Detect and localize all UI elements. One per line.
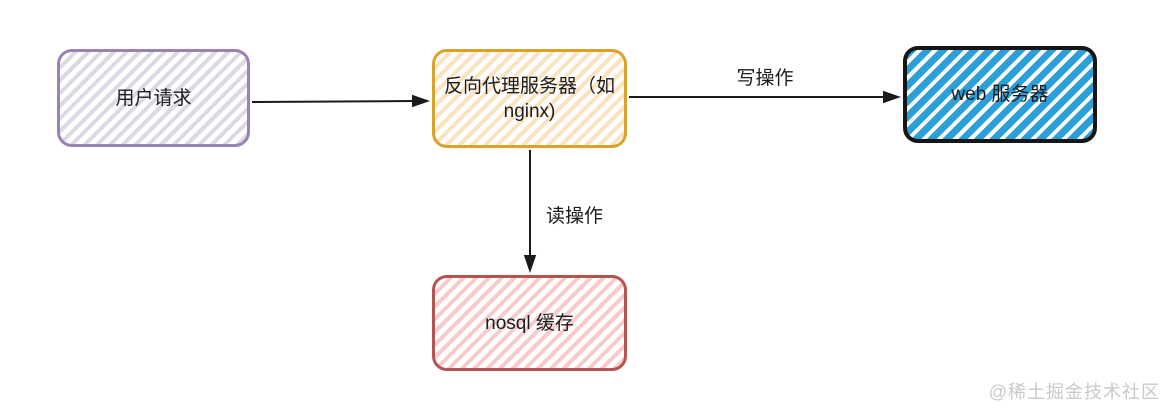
edge-label-read-operation: 读操作 — [546, 206, 604, 227]
node-web-server: web 服务器 — [902, 45, 1098, 144]
node-user-request-label: 用户请求 — [115, 87, 192, 109]
edge-user-to-proxy — [251, 94, 430, 108]
edge-label-write-operation: 写操作 — [736, 68, 794, 89]
node-nosql-cache: nosql 缓存 — [430, 273, 629, 373]
node-user-request: 用户请求 — [55, 47, 252, 149]
node-reverse-proxy: 反向代理服务器（如 nginx) — [430, 47, 629, 150]
arrowhead-down-icon — [523, 255, 537, 273]
edge-proxy-to-web — [629, 90, 901, 104]
node-reverse-proxy-label: 反向代理服务器（如 nginx) — [443, 75, 615, 122]
arrowhead-right-icon — [883, 90, 901, 104]
node-nosql-cache-label: nosql 缓存 — [485, 312, 574, 334]
node-web-server-label: web 服务器 — [951, 84, 1049, 105]
edge-proxy-to-cache — [523, 150, 537, 273]
watermark-text: @稀土掘金技术社区 — [988, 382, 1160, 402]
arrowhead-right-icon — [412, 94, 430, 108]
